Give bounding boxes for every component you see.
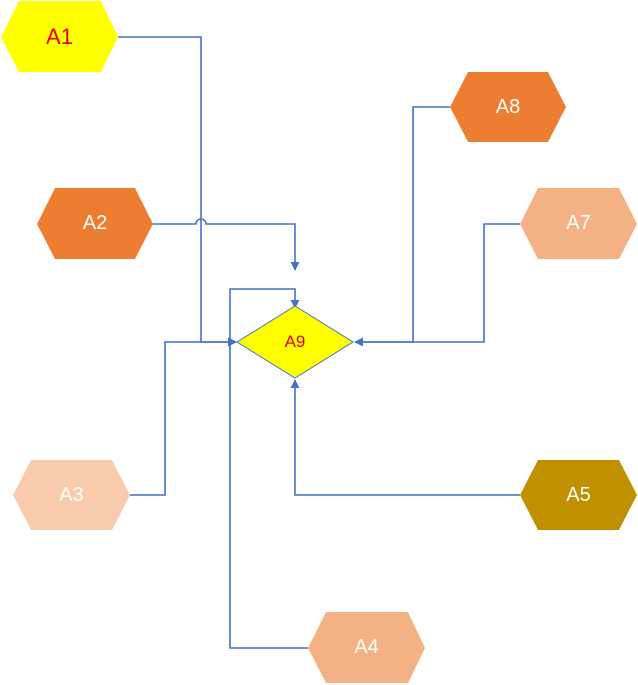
connector-a8-a9: [357, 106, 450, 343]
node-a1: [1, 1, 118, 72]
node-a5: [520, 460, 637, 530]
node-a2: [37, 188, 153, 259]
connectors: [118, 36, 520, 649]
node-a9: [236, 305, 354, 379]
node-a4: [308, 612, 425, 683]
node-a3: [13, 460, 130, 530]
connector-a4-a9: [229, 288, 308, 649]
connector-a5-a9: [290, 379, 520, 496]
connector-a3-a9: [130, 337, 237, 496]
node-a7: [520, 188, 637, 259]
node-a8: [450, 72, 566, 142]
connector-a2-a9: [153, 218, 300, 271]
connector-a7-a9: [354, 223, 520, 347]
